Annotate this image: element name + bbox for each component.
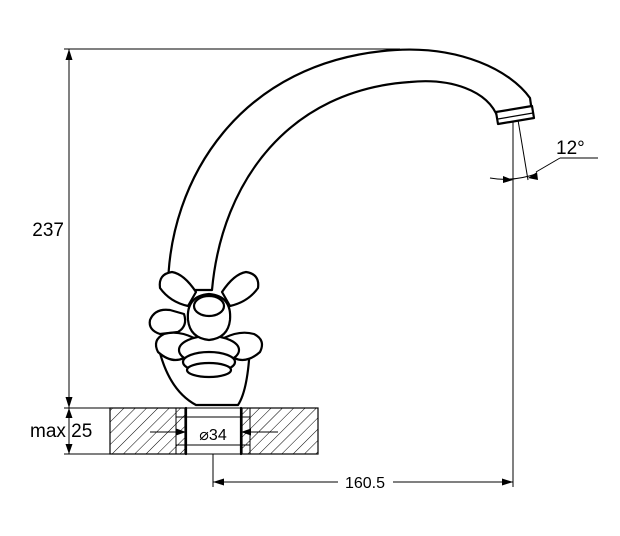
countertop-left-hatch [109,407,186,455]
handle-arm-top-right [220,270,260,308]
extension-lines [64,48,514,487]
reach-dimension: 160.5 [213,475,513,492]
diameter-arrows [150,428,278,436]
countertop-section: ⌀34 [109,406,319,456]
thickness-dimension: max 25 [30,408,92,454]
thickness-dimension-label: max 25 [30,421,92,442]
left-lever [148,308,187,336]
angle-dimension-label: 12° [556,138,585,159]
spout [166,48,534,292]
reach-dimension-label: 160.5 [345,475,385,492]
countertop-right-hatch [241,407,319,455]
height-dimension-label: 237 [32,220,64,241]
mount-hole-diameter-label: ⌀34 [199,427,227,444]
faucet-body [148,48,536,407]
height-dimension: 237 [32,49,73,408]
angle-dimension: 12° [489,119,598,183]
handle-arm-top-left [158,270,198,308]
aerator [494,104,536,126]
